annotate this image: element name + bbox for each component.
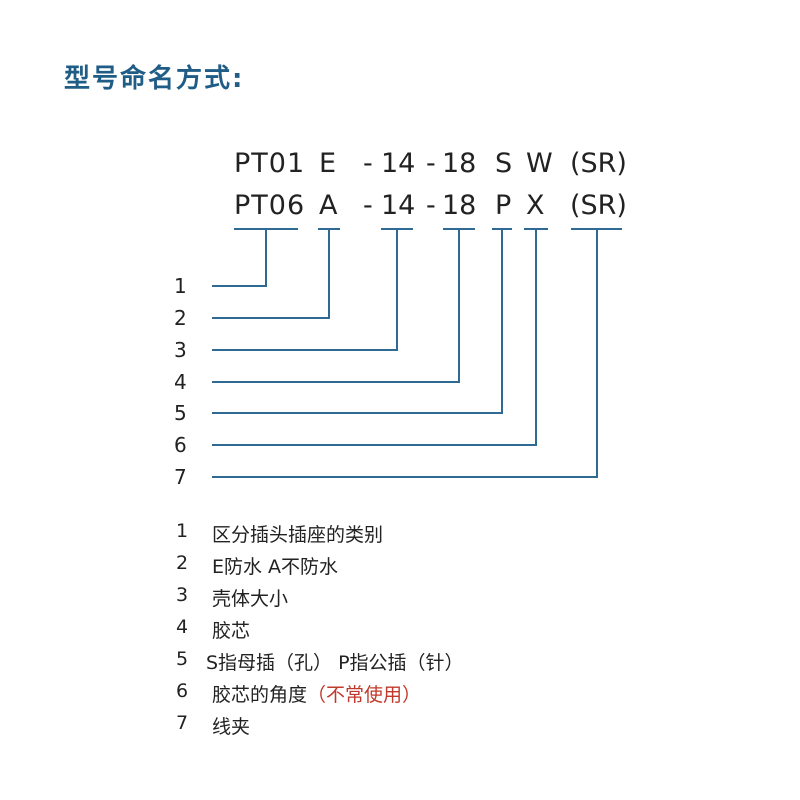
connector-1: [212, 229, 267, 287]
code-prefix: PT01: [234, 148, 306, 179]
legend-text: 区分插头插座的类别: [212, 524, 384, 546]
connector-2: [212, 229, 330, 319]
page-title: 型号命名方式:: [64, 64, 245, 94]
legend-number: 7: [176, 712, 189, 734]
legend-text: 线夹: [212, 716, 251, 738]
legend-text: 胶芯的角度（不常使用）: [212, 684, 422, 706]
connector-3: [212, 229, 398, 351]
diagram-number-6: 6: [174, 433, 187, 457]
legend-number: 5: [176, 648, 189, 670]
code-seg3: 14: [381, 148, 416, 179]
code-seg4: 18: [442, 190, 477, 221]
diagram-number-1: 1: [174, 274, 187, 298]
connector-4: [212, 229, 460, 383]
legend-number: 4: [176, 616, 189, 638]
code-dash1: -: [363, 148, 373, 179]
code-seg7: (SR): [570, 190, 627, 221]
diagram-number-4: 4: [174, 370, 187, 394]
legend-number: 6: [176, 680, 189, 702]
connector-5: [212, 229, 503, 414]
connector-6: [212, 229, 537, 446]
code-seg7: (SR): [570, 148, 627, 179]
code-dash1: -: [363, 190, 373, 221]
code-seg6: W: [526, 148, 553, 179]
diagram-number-2: 2: [174, 306, 187, 330]
code-seg2: A: [319, 190, 338, 221]
code-seg6: X: [526, 190, 545, 221]
code-dash2: -: [426, 190, 436, 221]
legend-number: 1: [176, 520, 189, 542]
legend-text: 胶芯: [212, 620, 251, 642]
connector-7: [212, 229, 598, 478]
diagram-number-3: 3: [174, 338, 187, 362]
legend-number: 2: [176, 552, 189, 574]
code-seg4: 18: [442, 148, 477, 179]
code-seg3: 14: [381, 190, 416, 221]
diagram-number-7: 7: [174, 465, 187, 489]
code-seg5: S: [495, 148, 513, 179]
legend-note: （不常使用）: [307, 684, 422, 706]
legend-text: 壳体大小: [212, 588, 289, 610]
legend-number: 3: [176, 584, 189, 606]
code-prefix: PT06: [234, 190, 306, 221]
code-seg5: P: [495, 190, 512, 221]
legend-text: E防水 A不防水: [212, 556, 339, 578]
code-dash2: -: [426, 148, 436, 179]
code-seg2: E: [319, 148, 337, 179]
legend-text: S指母插（孔） P指公插（针）: [206, 652, 464, 674]
diagram-number-5: 5: [174, 401, 187, 425]
